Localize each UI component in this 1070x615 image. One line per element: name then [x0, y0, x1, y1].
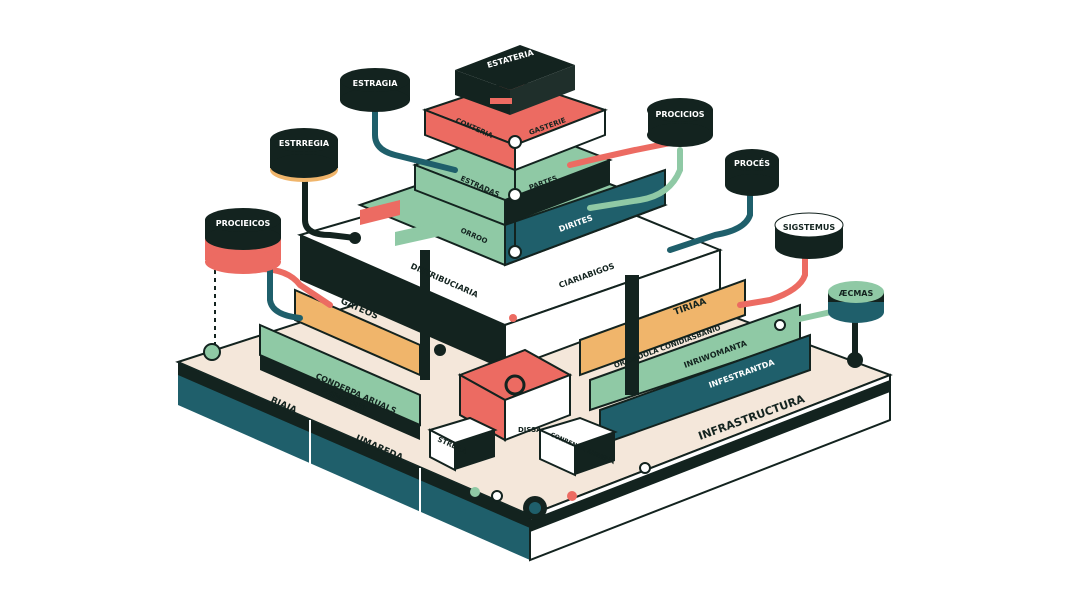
bubble-proces-label: PROCÉS — [734, 157, 770, 168]
bubble-estragia[interactable] — [340, 68, 410, 112]
bubble-estragia-label: ESTRAGIA — [353, 79, 399, 88]
bubble-estrregia[interactable] — [270, 128, 338, 182]
top-pyramid — [357, 45, 668, 267]
bubble-aecmas[interactable] — [828, 281, 884, 323]
bubble-estrregia-label: ESTRREGIA — [279, 139, 330, 148]
bubble-aecmas-label: ÆCMAS — [839, 289, 874, 298]
bubble-procieicos[interactable] — [205, 208, 281, 274]
bubble-sigstemus-label: SIGSTEMUS — [783, 223, 835, 232]
bubble-procicios[interactable] — [647, 98, 713, 147]
bubble-procicios-label: PROCICIOS — [655, 110, 704, 119]
base-button-stera[interactable] — [427, 416, 498, 472]
base-button-conrenda[interactable] — [537, 416, 618, 477]
bubble-sigstemus[interactable] — [774, 212, 844, 259]
bubble-procieicos-label: PROCIEICOS — [216, 219, 271, 228]
bubble-proces[interactable] — [725, 149, 779, 196]
base-center-label: DISSA — [518, 426, 542, 434]
